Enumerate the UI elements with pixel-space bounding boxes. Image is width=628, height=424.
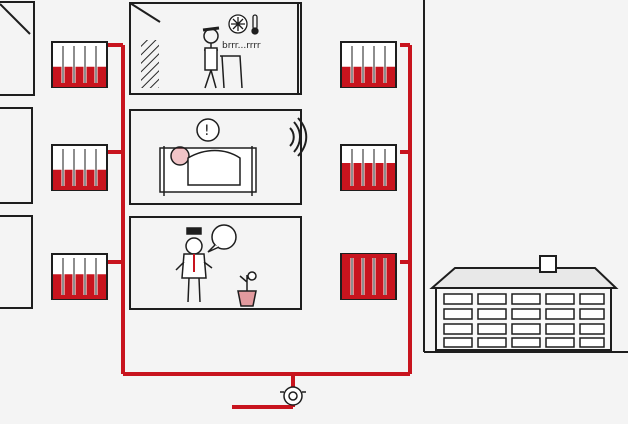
man-figure (175, 227, 213, 303)
apartment-windows (443, 293, 605, 348)
radiator-left-bottom (51, 253, 108, 300)
speech-bubble (207, 224, 237, 253)
exclamation-icon: ! (196, 118, 220, 142)
radiator-left-top (51, 41, 108, 88)
cold-old-man (202, 26, 243, 89)
center-building (129, 2, 302, 310)
radiator-right-bottom (340, 253, 397, 300)
sick-person-in-bed (159, 146, 257, 196)
speech-text: brrr...rrrr (222, 41, 261, 51)
thermometer-icon (251, 14, 259, 35)
window-hatch (141, 40, 159, 88)
potted-plant (237, 271, 257, 307)
right-tall-building (423, 0, 628, 353)
radiator-right-middle (340, 144, 397, 191)
radiator-left-middle (51, 144, 108, 191)
radiators-group (51, 41, 397, 300)
svg-text:!: ! (204, 123, 210, 139)
radiator-right-top (340, 41, 397, 88)
left-building-outline (0, 1, 35, 309)
pump-icon (280, 386, 306, 406)
snowflake-icon (228, 14, 248, 34)
heating-pipes (108, 43, 412, 409)
sound-waves-icon (289, 117, 308, 157)
